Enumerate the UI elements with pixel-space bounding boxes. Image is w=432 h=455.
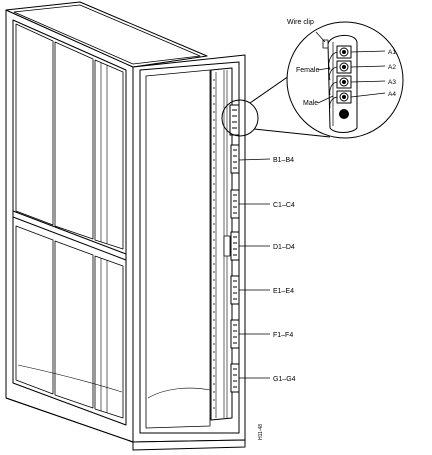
male-label: Male (303, 100, 318, 107)
port-label-a2: A2 (388, 64, 396, 71)
connector-panel-b (230, 144, 240, 174)
connector-panel-c (230, 189, 240, 219)
callout-detail (286, 21, 404, 139)
panel-label-c: C1–C4 (273, 202, 295, 209)
cabinet-top (5, 1, 208, 68)
mounting-rail (210, 67, 233, 421)
connector-panel-d (230, 231, 240, 261)
port-label-a1: A1 (388, 49, 396, 56)
panel-label-d: D1–D4 (273, 244, 295, 251)
cabinet-left-side (5, 9, 134, 443)
connector-panel-f (230, 319, 240, 349)
panel-label-b: B1–B4 (273, 157, 294, 164)
wire-clip-label: Wire clip (287, 19, 314, 26)
panel-label-e: E1–E4 (273, 288, 294, 295)
panel-label-g: G1–G4 (273, 376, 296, 383)
connector-panel-g (230, 363, 240, 393)
port-label-a3: A3 (388, 79, 396, 86)
connector-panel-e (230, 275, 240, 305)
port-label-a4: A4 (388, 91, 396, 98)
connector-panel-a (229, 104, 240, 136)
figure-id: H11-48 (258, 424, 264, 440)
female-label: Female (296, 67, 319, 74)
panel-label-f: F1–F4 (273, 332, 293, 339)
